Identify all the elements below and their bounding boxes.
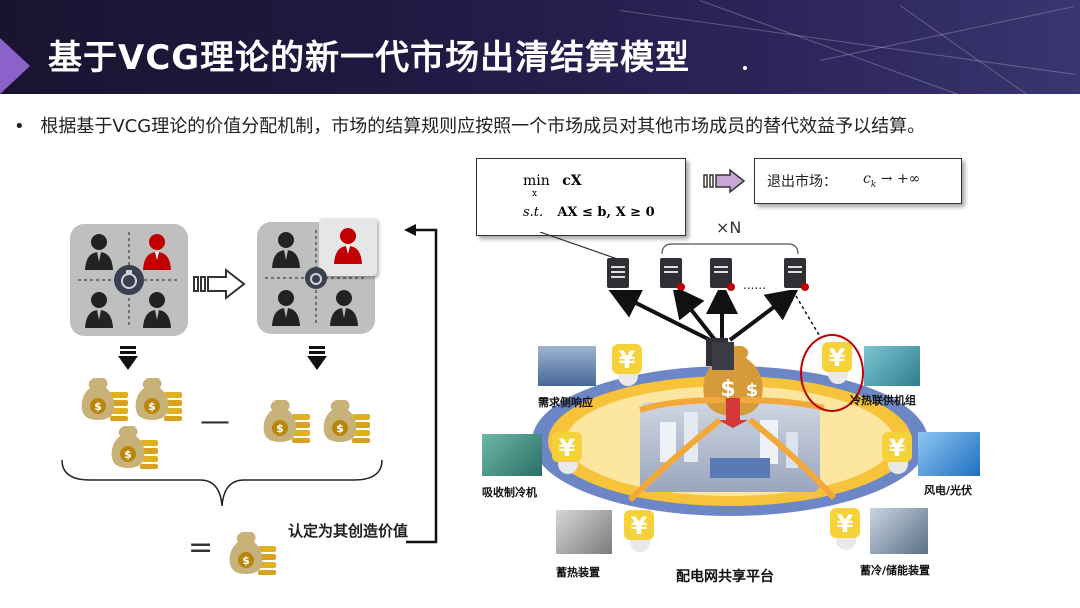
heat-storage-image bbox=[556, 510, 612, 554]
person-icon bbox=[330, 290, 358, 326]
money-bag-icon: $ bbox=[111, 426, 158, 469]
yuan-figure-icon: ¥ bbox=[882, 432, 912, 474]
svg-text:$: $ bbox=[336, 422, 344, 435]
money-bag-icon: $ bbox=[229, 532, 276, 575]
equals-sign: = bbox=[188, 530, 214, 565]
callout-pointer bbox=[540, 232, 627, 263]
node-label-cold-storage: 蓄冷/储能装置 bbox=[860, 564, 931, 577]
market-members-panel-full bbox=[70, 224, 188, 336]
svg-text:$: $ bbox=[94, 400, 102, 413]
formula-min: min bbox=[523, 173, 550, 189]
money-coin-icon bbox=[114, 265, 144, 295]
svg-text:¥: ¥ bbox=[619, 346, 636, 374]
money-bag-icon: $ bbox=[323, 400, 370, 443]
cold-storage-image bbox=[870, 508, 928, 554]
svg-text:¥: ¥ bbox=[837, 510, 854, 538]
svg-text:¥: ¥ bbox=[889, 434, 906, 462]
exit-market-box: 退出市场： ck → +∞ bbox=[754, 158, 962, 204]
person-icon bbox=[85, 292, 113, 328]
document-icon bbox=[660, 258, 685, 291]
page-title: 基于VCG理论的新一代市场出清结算模型 bbox=[48, 38, 691, 78]
money-coin-icon bbox=[305, 267, 327, 289]
person-red-icon bbox=[143, 234, 171, 270]
absorption-chiller-image bbox=[482, 434, 542, 476]
market-members-panel-without-k bbox=[257, 218, 377, 334]
header-banner: 基于VCG理论的新一代市场出清结算模型 bbox=[0, 0, 1080, 94]
money-bag-icon: $ bbox=[135, 378, 182, 421]
formula-constraint: AX ≤ b, X ≥ 0 bbox=[557, 205, 655, 220]
star-dot bbox=[743, 66, 747, 70]
person-icon bbox=[143, 292, 171, 328]
formula-min-subscript: x bbox=[532, 189, 538, 199]
feedback-arrow bbox=[404, 224, 438, 544]
money-bag-icon: $ bbox=[81, 378, 128, 421]
curly-brace bbox=[61, 459, 383, 507]
exit-market-label: 退出市场： bbox=[767, 174, 837, 190]
formula-st: s.t. bbox=[523, 205, 544, 220]
minus-sign: — bbox=[200, 404, 230, 439]
demand-response-image bbox=[538, 346, 596, 386]
svg-text:$: $ bbox=[124, 448, 132, 461]
exit-arrow-icon bbox=[703, 168, 746, 194]
platform-title: 配电网共享平台 bbox=[676, 569, 774, 585]
document-icon bbox=[784, 258, 809, 291]
bullet-point: • 根据基于VCG理论的价值分配机制，市场的结算规则应按照一个市场成员对其他市场… bbox=[14, 112, 925, 138]
chp-unit-image bbox=[864, 346, 920, 386]
optimization-formula-box: min cX x s.t. AX ≤ b, X ≥ 0 bbox=[476, 158, 686, 236]
value-label: 认定为其创造价值 bbox=[288, 522, 409, 540]
node-label-chp-unit: 冷热联供机组 bbox=[850, 394, 916, 407]
down-arrow-icon bbox=[307, 346, 327, 370]
yuan-figure-icon: ¥ bbox=[624, 510, 654, 552]
bullet-text: 根据基于VCG理论的价值分配机制，市场的结算规则应按照一个市场成员对其他市场成员… bbox=[40, 116, 926, 137]
highlight-circle bbox=[800, 334, 864, 412]
platform-flow-arrows bbox=[627, 397, 837, 503]
node-label-heat-storage: 蓄热装置 bbox=[556, 566, 600, 579]
svg-text:$: $ bbox=[148, 400, 156, 413]
money-bag-icon: $ bbox=[263, 400, 310, 443]
header-accent-triangle bbox=[0, 38, 30, 94]
formula-objective-expr: cX bbox=[562, 173, 582, 189]
yuan-figure-icon: ¥ bbox=[830, 508, 860, 550]
expr-var: c bbox=[863, 171, 871, 187]
transition-arrow-icon bbox=[193, 268, 246, 300]
multiplier-bracket bbox=[661, 243, 799, 255]
wind-pv-image bbox=[918, 432, 980, 476]
document-icon bbox=[710, 258, 735, 291]
distribution-arrows bbox=[607, 290, 820, 342]
formula-constraint-line: s.t. AX ≤ b, X ≥ 0 bbox=[523, 205, 655, 220]
expr-sub: k bbox=[870, 179, 877, 190]
document-icon bbox=[607, 258, 629, 288]
exit-market-expression: ck → +∞ bbox=[863, 171, 920, 190]
down-arrow-icon bbox=[118, 346, 138, 370]
yuan-figure-icon: ¥ bbox=[612, 344, 642, 386]
svg-text:¥: ¥ bbox=[631, 512, 648, 540]
node-label-demand-response: 需求侧响应 bbox=[538, 396, 593, 409]
node-label-wind-pv: 风电/光伏 bbox=[924, 484, 973, 497]
svg-text:$: $ bbox=[276, 422, 284, 435]
expr-rest: → +∞ bbox=[876, 171, 921, 187]
svg-text:¥: ¥ bbox=[559, 434, 576, 462]
svg-text:$: $ bbox=[720, 377, 735, 402]
person-icon bbox=[85, 234, 113, 270]
multiplier-label: ×N bbox=[716, 218, 742, 237]
svg-text:$: $ bbox=[242, 554, 250, 567]
bullet-marker: • bbox=[14, 116, 25, 137]
formula-objective: min cX bbox=[523, 173, 582, 189]
person-icon bbox=[272, 290, 300, 326]
ellipsis: ...... bbox=[743, 278, 766, 292]
yuan-figure-icon: ¥ bbox=[552, 432, 582, 474]
person-icon bbox=[272, 232, 300, 268]
person-red-icon bbox=[334, 228, 362, 264]
node-label-absorption-chiller: 吸收制冷机 bbox=[482, 486, 537, 499]
svg-text:$: $ bbox=[746, 380, 759, 401]
